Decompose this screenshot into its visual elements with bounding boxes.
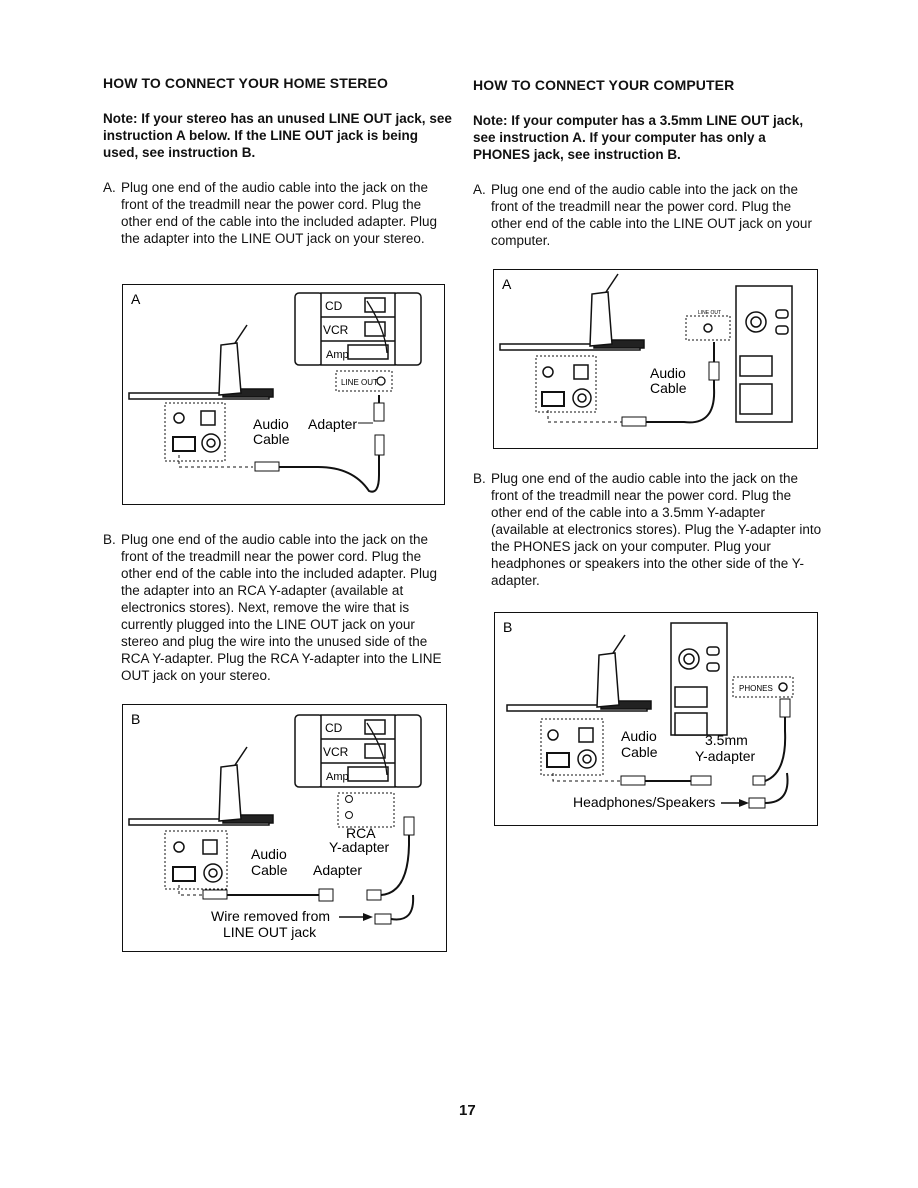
adapter-label: Adapter — [313, 862, 362, 878]
computer-figure-a: A LINE OUT Audio Cable — [493, 269, 818, 449]
stereo-diagram-a: A CD VCR Amp LINE OUT — [128, 291, 422, 493]
computer-heading: HOW TO CONNECT YOUR COMPUTER — [473, 77, 735, 93]
computer-step-b: B. Plug one end of the audio cable into t… — [473, 470, 823, 589]
cable-label: Cable — [650, 380, 687, 396]
computer-tower-icon — [735, 285, 793, 423]
computer-figure-b: B PHONES Audio Cable 3.5mm Y-adapter — [494, 612, 818, 826]
computer-note-block: Note: If your computer has a 3.5mm LINE … — [473, 112, 823, 163]
step-label: B. — [103, 532, 116, 547]
computer-diagram-a: A LINE OUT Audio Cable — [499, 273, 793, 427]
treadmill-icon — [128, 324, 274, 400]
figure-letter: A — [131, 291, 141, 307]
step-text: Plug one end of the audio cable into the… — [491, 182, 812, 248]
rca-label: RCA — [346, 825, 376, 841]
treadmill-icon — [506, 634, 652, 712]
page-number: 17 — [459, 1102, 476, 1119]
stereo-diagram-b: B CD VCR Amp RCA Y-adapter — [128, 711, 422, 940]
computer-section: HOW TO CONNECT YOUR COMPUTER — [473, 77, 823, 93]
cd-label: CD — [325, 299, 343, 313]
treadmill-icon — [499, 273, 645, 351]
phones-label: PHONES — [739, 684, 773, 693]
figure-letter: B — [131, 711, 140, 727]
size-label: 3.5mm — [705, 732, 748, 748]
amp-label: Amp — [326, 771, 349, 783]
audio-label: Audio — [650, 365, 686, 381]
computer-step-a: A. Plug one end of the audio cable into t… — [473, 181, 823, 249]
vcr-label: VCR — [323, 745, 349, 759]
stereo-figure-a: A CD VCR Amp LINE OUT — [122, 284, 445, 505]
cd-label: CD — [325, 721, 343, 735]
cable-label: Cable — [621, 744, 658, 760]
jack-icon — [376, 376, 386, 386]
step-text: Plug one end of the audio cable into the… — [491, 471, 822, 588]
line-out-label: LINE OUT — [341, 378, 378, 387]
step-text: Plug one end of the audio cable into the… — [121, 532, 442, 683]
y-adapter-label: Y-adapter — [329, 839, 390, 855]
adapter-label: Adapter — [308, 416, 357, 432]
stereo-note: Note: If your stereo has an unused LINE … — [103, 111, 452, 160]
step-text: Plug one end of the audio cable into the… — [121, 180, 437, 246]
stereo-figure-b: B CD VCR Amp RCA Y-adapter — [122, 704, 447, 952]
cable-label: Cable — [251, 862, 288, 878]
computer-diagram-b: B PHONES Audio Cable 3.5mm Y-adapter — [503, 619, 794, 810]
jack-icon — [703, 323, 713, 333]
computer-tower-icon — [670, 622, 728, 736]
stereo-unit — [294, 714, 422, 788]
step-label: A. — [103, 180, 116, 195]
treadmill-icon — [128, 746, 274, 826]
step-label: B. — [473, 471, 486, 486]
vcr-label: VCR — [323, 323, 349, 337]
step-label: A. — [473, 182, 486, 197]
computer-note: Note: If your computer has a 3.5mm LINE … — [473, 113, 804, 162]
cable-label: Cable — [253, 431, 290, 447]
y-adapter-label: Y-adapter — [695, 748, 756, 764]
stereo-step-b: B. Plug one end of the audio cable into t… — [103, 531, 453, 684]
stereo-heading: HOW TO CONNECT YOUR HOME STEREO — [103, 75, 388, 91]
stereo-note-block: Note: If your stereo has an unused LINE … — [103, 110, 453, 161]
stereo-section: HOW TO CONNECT YOUR HOME STEREO — [103, 75, 453, 91]
stereo-unit — [294, 292, 422, 366]
line-out-jack-label: LINE OUT jack — [223, 924, 317, 940]
jack-icon — [778, 682, 788, 692]
amp-label: Amp — [326, 349, 349, 361]
figure-letter: A — [502, 276, 512, 292]
audio-label: Audio — [621, 728, 657, 744]
stereo-step-a: A. Plug one end of the audio cable into t… — [103, 179, 453, 247]
audio-label: Audio — [251, 846, 287, 862]
wire-removed-label: Wire removed from — [211, 908, 330, 924]
headphones-label: Headphones/Speakers — [573, 794, 715, 810]
line-out-label: LINE OUT — [698, 310, 721, 316]
audio-label: Audio — [253, 416, 289, 432]
figure-letter: B — [503, 619, 512, 635]
